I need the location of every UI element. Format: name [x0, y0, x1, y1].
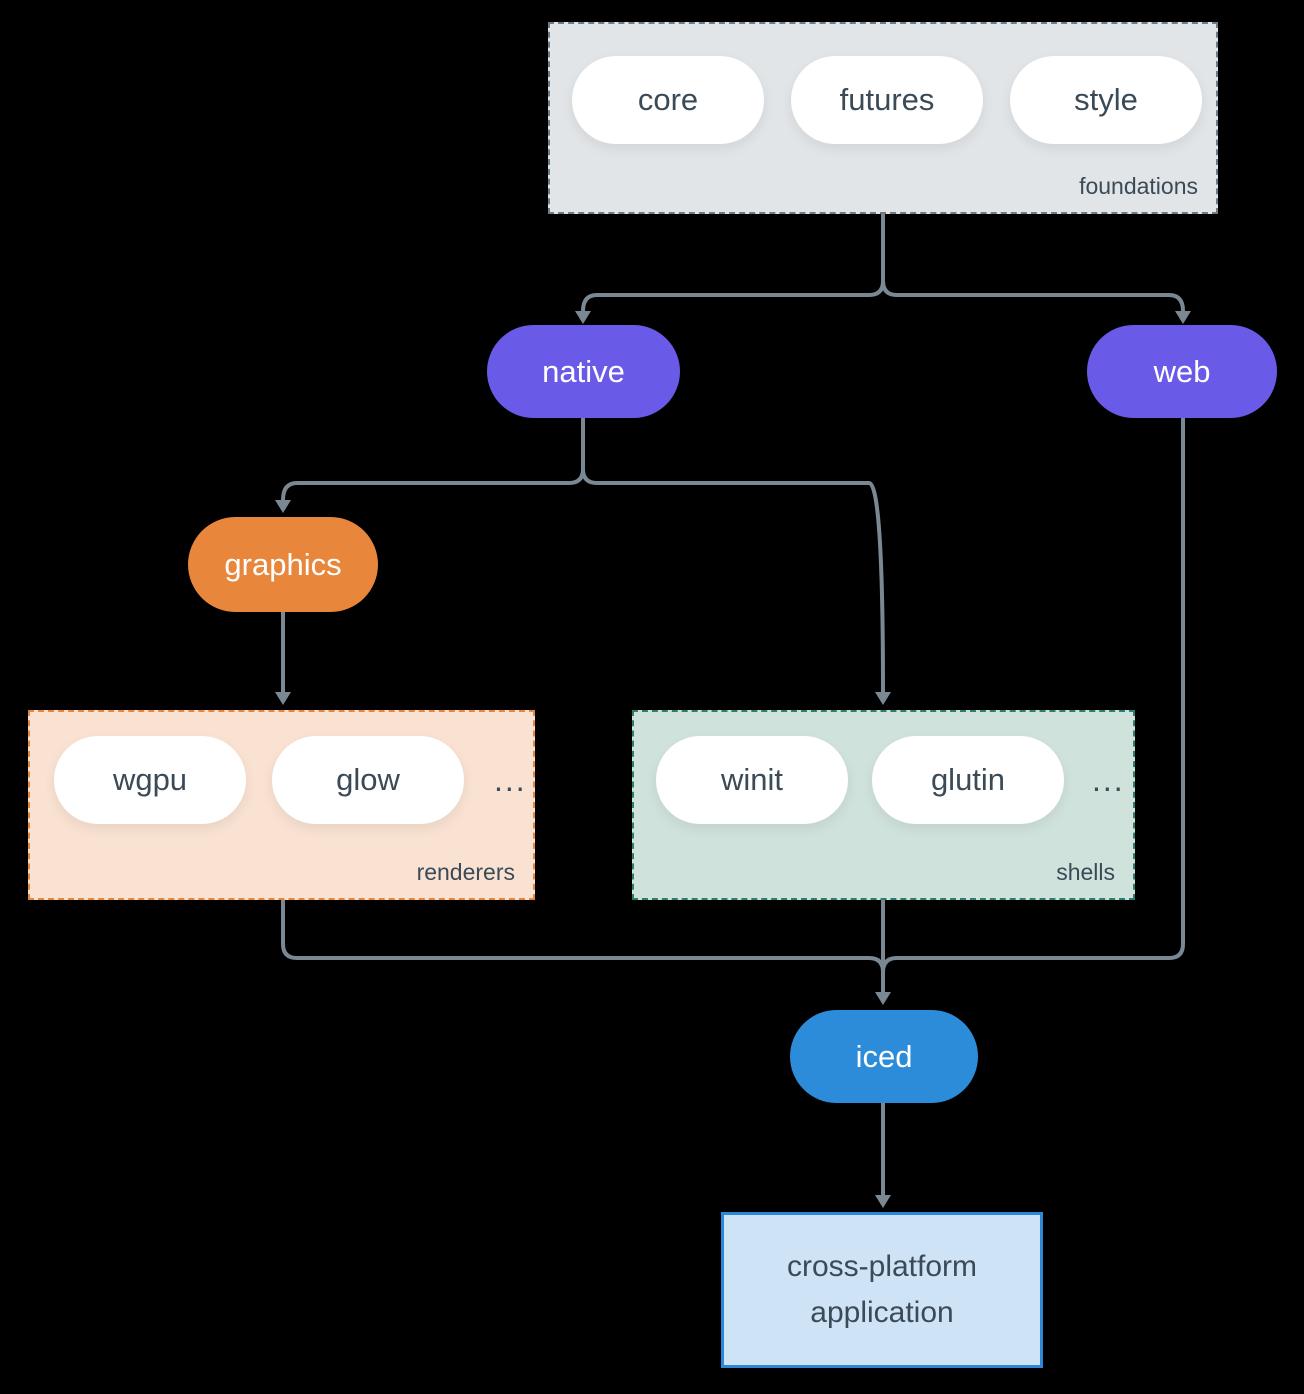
- shells-pill-row: winit glutin ...: [634, 712, 1133, 824]
- edge-graphics-renderers: [275, 612, 291, 705]
- renderers-group: wgpu glow ... renderers: [28, 710, 535, 900]
- node-iced: iced: [790, 1010, 978, 1103]
- edge-foundations-web: [881, 280, 1191, 324]
- foundations-group: core futures style foundations: [548, 22, 1218, 214]
- node-core: core: [572, 56, 764, 144]
- foundations-label: foundations: [1079, 173, 1198, 199]
- node-glutin: glutin: [872, 736, 1064, 824]
- renderers-pill-row: wgpu glow ...: [30, 712, 533, 824]
- shells-ellipsis: ...: [1092, 761, 1125, 798]
- edge-foundations-native: [575, 214, 885, 324]
- edge-shells-iced: [875, 900, 891, 1005]
- edge-native-graphics: [275, 418, 585, 513]
- shells-group: winit glutin ... shells: [632, 710, 1135, 900]
- node-style: style: [1010, 56, 1202, 144]
- node-futures: futures: [791, 56, 983, 144]
- foundations-pill-row: core futures style: [550, 24, 1216, 144]
- node-graphics: graphics: [188, 517, 378, 612]
- node-wgpu: wgpu: [54, 736, 246, 824]
- edge-native-shells: [581, 468, 891, 705]
- node-native: native: [487, 325, 680, 418]
- renderers-ellipsis: ...: [494, 761, 527, 798]
- node-winit: winit: [656, 736, 848, 824]
- node-web: web: [1087, 325, 1277, 418]
- edge-renderers-iced: [281, 900, 885, 973]
- shells-label: shells: [1056, 859, 1115, 885]
- edge-iced-application: [875, 1103, 891, 1208]
- node-glow: glow: [272, 736, 464, 824]
- renderers-label: renderers: [416, 859, 515, 885]
- node-application: cross-platform application: [721, 1212, 1043, 1368]
